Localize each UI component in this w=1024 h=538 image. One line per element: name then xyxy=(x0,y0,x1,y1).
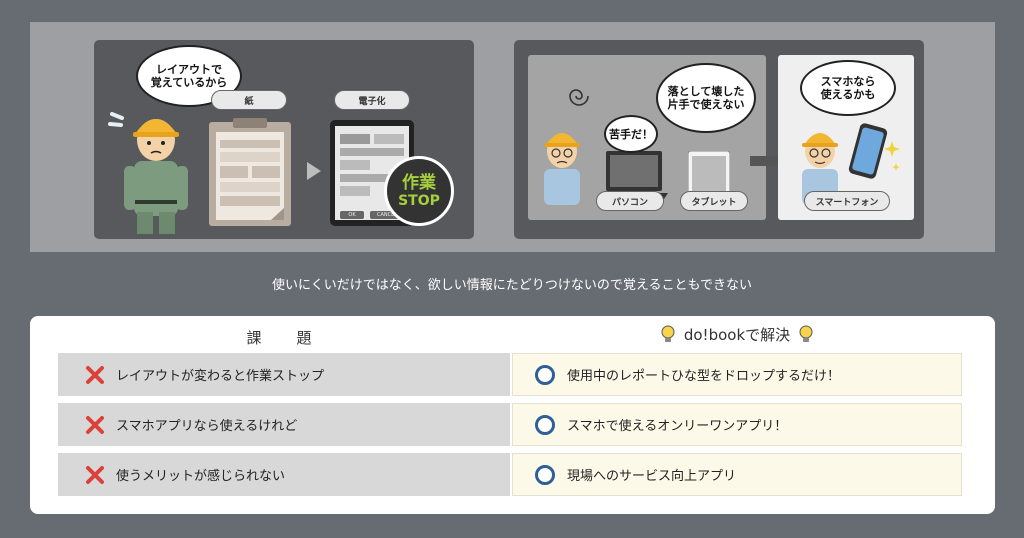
header-problems: 課 題 xyxy=(246,329,322,347)
pc-tablet-area: 苦手だ！ 落として壊した 片手で使えない パソコン タブレット xyxy=(528,55,766,220)
label-digital: 電子化 xyxy=(334,90,410,110)
arrow-right-icon xyxy=(307,162,321,180)
problem-row: スマホアプリなら使えるけれど xyxy=(58,403,510,446)
speech-bubble-phone: スマホなら 使えるかも xyxy=(800,60,896,116)
speech-bubble-pc: 苦手だ！ xyxy=(604,115,658,153)
label-pc: パソコン xyxy=(596,191,664,211)
stop-badge-bottom: STOP xyxy=(398,193,440,209)
cross-icon xyxy=(86,365,104,384)
comparison-table: 課 題 do!bookで解決 レイアウトが変わると作業ストップ 使用中のレポート… xyxy=(30,316,995,514)
screen-button-cancel: CANCEL xyxy=(370,211,404,219)
solution-row: 使用中のレポートひな型をドロップするだけ！ xyxy=(512,353,962,396)
problem-text: レイアウトが変わると作業ストップ xyxy=(116,369,325,384)
label-smartphone: スマートフォン xyxy=(804,191,890,211)
hero-illustration: レイアウトで 覚えているから 紙 電子化 xyxy=(30,22,995,252)
solution-row: 現場へのサービス向上アプリ xyxy=(512,453,962,496)
circle-check-icon xyxy=(535,414,555,435)
solution-text: スマホで使えるオンリーワンアプリ！ xyxy=(567,419,788,434)
label-paper: 紙 xyxy=(211,90,287,110)
cross-icon xyxy=(86,465,104,484)
problem-layout-panel: レイアウトで 覚えているから 紙 電子化 xyxy=(94,40,474,239)
header-solutions-label: do!bookで解決 xyxy=(683,325,791,344)
paper-form-illustration xyxy=(209,118,291,226)
lightbulb-icon xyxy=(799,325,813,342)
solution-row: スマホで使えるオンリーワンアプリ！ xyxy=(512,403,962,446)
summary-caption: 使いにくいだけではなく、欲しい情報にたどりつけないので覚えることもできない xyxy=(272,278,752,293)
problem-text: スマホアプリなら使えるけれど xyxy=(116,419,298,434)
cross-icon xyxy=(86,415,104,434)
circle-check-icon xyxy=(535,364,555,385)
worker-small-left xyxy=(544,133,580,205)
stop-badge-top: 作業 xyxy=(402,173,436,193)
confused-scribble-icon xyxy=(569,89,589,106)
worker-illustration xyxy=(108,112,188,234)
problem-row: 使うメリットが感じられない xyxy=(58,453,510,496)
problem-text: 使うメリットが感じられない xyxy=(116,469,286,484)
smartphone-illustration xyxy=(848,123,900,179)
work-stop-badge: 作業 STOP xyxy=(384,156,454,226)
solution-text: 現場へのサービス向上アプリ xyxy=(567,469,737,484)
solution-text: 使用中のレポートひな型をドロップするだけ！ xyxy=(567,369,841,384)
problem-row: レイアウトが変わると作業ストップ xyxy=(58,353,510,396)
header-solutions: do!bookで解決 xyxy=(512,322,962,346)
device-panel: 苦手だ！ 落として壊した 片手で使えない パソコン タブレット スマホなら 使え… xyxy=(514,40,924,239)
speech-bubble-tablet: 落として壊した 片手で使えない xyxy=(656,63,756,133)
smartphone-area: スマホなら 使えるかも スマートフォン xyxy=(778,55,914,220)
screen-button-ok: OK xyxy=(340,211,364,219)
lightbulb-icon xyxy=(661,325,675,342)
circle-check-icon xyxy=(535,464,555,485)
label-tablet: タブレット xyxy=(680,191,748,211)
